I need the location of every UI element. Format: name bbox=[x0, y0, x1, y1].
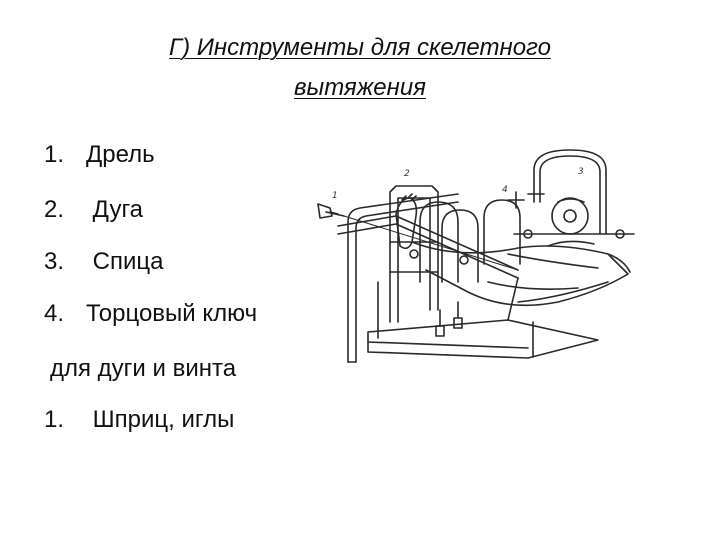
figure-label-1: 1 bbox=[332, 191, 338, 201]
list-item-text: Спица bbox=[86, 248, 164, 275]
figure-label-2: 2 bbox=[404, 169, 410, 179]
list-item: 3. Спица bbox=[44, 247, 164, 277]
list-item-text: Торцовый ключ bbox=[86, 300, 258, 327]
list-item: 1. Дрель bbox=[44, 140, 155, 170]
figure-label-3: 3 bbox=[578, 167, 584, 177]
list-item-text: Дрель bbox=[86, 141, 155, 168]
skeletal-traction-illustration: 1 2 3 4 bbox=[308, 142, 638, 374]
list-item-number: 1. bbox=[44, 141, 65, 168]
title-line-2: вытяжения bbox=[294, 74, 426, 101]
list-item: 2. Дуга bbox=[44, 195, 143, 225]
list-item-continuation: для дуги и винта bbox=[50, 354, 236, 384]
slide-title: Г) Инструменты для скелетного вытяжения bbox=[90, 28, 630, 108]
list-item-text: Дуга bbox=[86, 196, 144, 223]
list-item-text: Шприц, иглы bbox=[86, 406, 235, 433]
list-item-number: 1. bbox=[44, 406, 65, 433]
list-item-text: для дуги и винта bbox=[50, 355, 237, 382]
list-item-number: 2. bbox=[44, 196, 65, 223]
list-item-number: 3. bbox=[44, 248, 65, 275]
list-item: 4. Торцовый ключ bbox=[44, 299, 257, 329]
title-line-1: Г) Инструменты для скелетного bbox=[169, 34, 551, 61]
figure-label-4: 4 bbox=[502, 185, 508, 195]
skeletal-traction-drawing: 1 2 3 4 bbox=[317, 149, 635, 363]
list-item: 1. Шприц, иглы bbox=[44, 405, 234, 435]
list-item-number: 4. bbox=[44, 300, 65, 327]
